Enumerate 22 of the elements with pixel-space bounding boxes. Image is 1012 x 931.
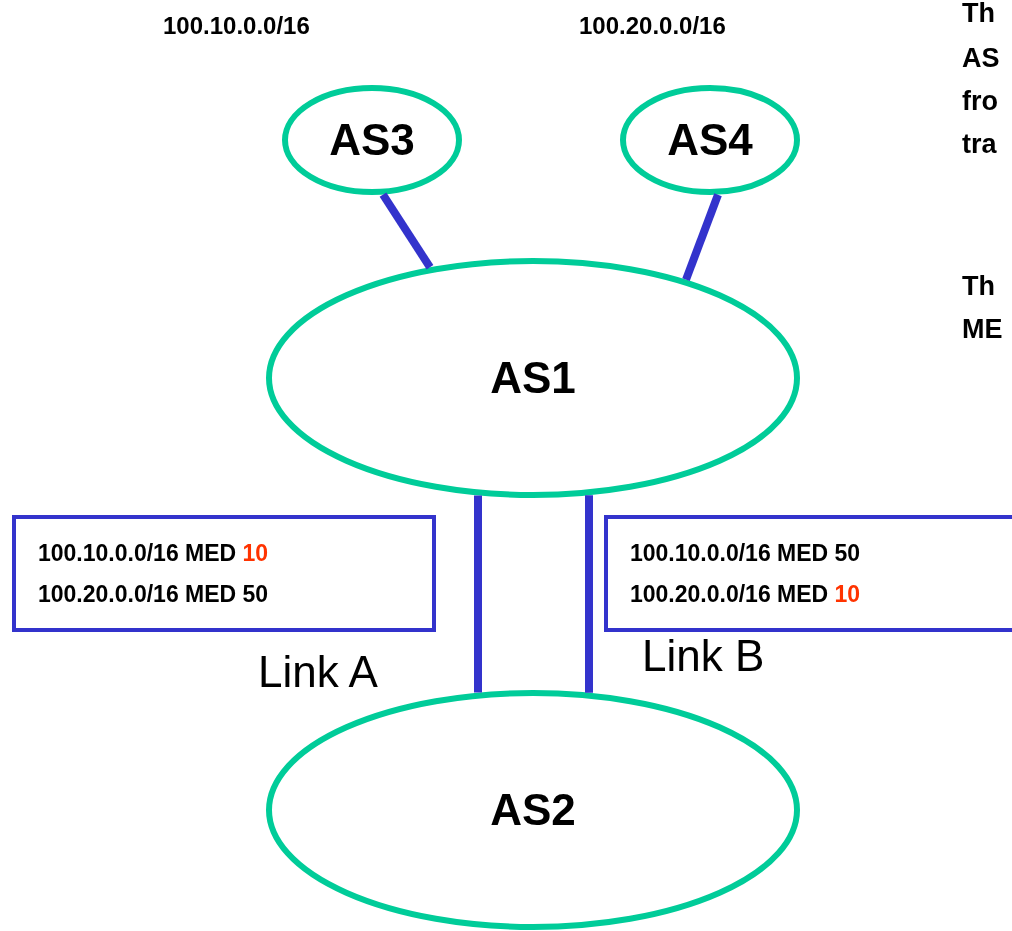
as-label: AS1	[490, 353, 576, 403]
link-line	[585, 495, 593, 693]
note-text: tra	[962, 131, 997, 158]
note-text: AS	[962, 45, 1000, 72]
as-label: AS3	[329, 115, 415, 165]
note-text: Th	[962, 0, 995, 27]
link-line	[682, 193, 722, 282]
med-entry: 100.20.0.0/16 MED 10	[630, 580, 861, 608]
med-box	[12, 515, 436, 632]
med-entry: 100.10.0.0/16 MED 10	[38, 539, 269, 567]
note-text: ME	[962, 316, 1003, 343]
med-entry: 100.20.0.0/16 MED 50	[38, 580, 269, 608]
as-label: AS2	[490, 785, 576, 835]
med-entry: 100.10.0.0/16 MED 50	[630, 539, 861, 567]
as-label: AS4	[667, 115, 753, 165]
prefix-label: 100.10.0.0/16	[163, 12, 310, 40]
link-line	[379, 192, 434, 270]
note-text: Th	[962, 273, 995, 300]
note-text: fro	[962, 88, 998, 115]
link-line	[474, 495, 482, 693]
med-box	[604, 515, 1012, 632]
prefix-label: 100.20.0.0/16	[579, 12, 726, 40]
